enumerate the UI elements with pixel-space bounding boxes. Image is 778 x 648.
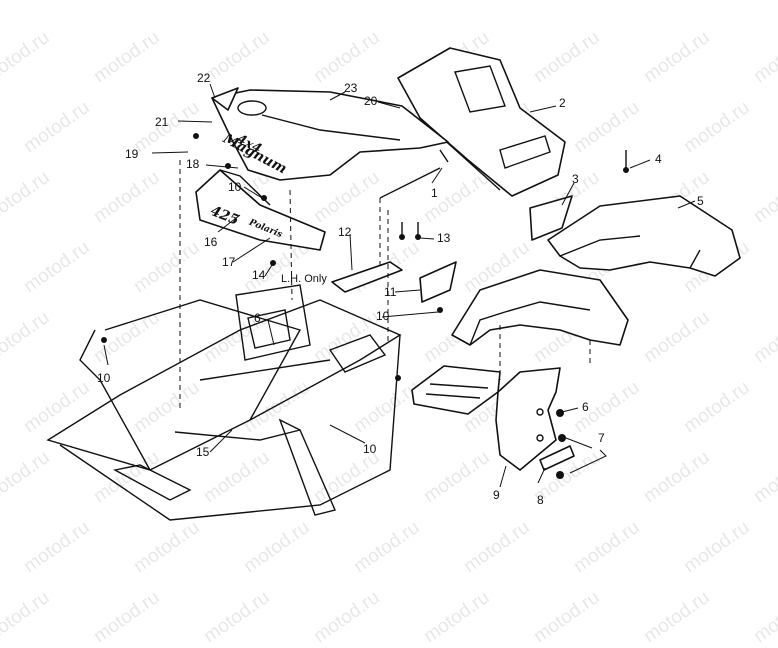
bolt-marker — [261, 195, 267, 201]
callout-17: 17 — [222, 255, 236, 269]
callout-21: 21 — [155, 115, 169, 129]
watermark-text: motod.ru — [750, 586, 778, 648]
callout-6: 6 — [254, 311, 261, 325]
callout-2: 2 — [559, 96, 566, 110]
callout-10: 10 — [97, 371, 111, 385]
watermark-text: motod.ru — [200, 586, 274, 648]
right-fender-part — [547, 195, 741, 277]
callout-14: 14 — [252, 268, 266, 282]
bolt-marker — [556, 471, 564, 479]
bracket-part — [539, 445, 575, 471]
exploded-parts-diagram: motod.ru motod.ru motod.ru motod.ru motod.ru… — [0, 27, 778, 647]
bolt-marker — [556, 409, 564, 417]
callout-20: 20 — [364, 94, 378, 108]
callout-3: 3 — [572, 172, 579, 186]
watermark-text: motod.ru — [310, 586, 384, 648]
callout-10: 10 — [363, 442, 377, 456]
mud-flap-11 — [419, 261, 457, 303]
mud-guard-part — [495, 367, 561, 471]
plate-part — [331, 261, 403, 293]
callout-10: 10 — [228, 180, 242, 194]
bolt-marker — [437, 307, 443, 313]
watermark-text: motod.ru — [90, 586, 164, 648]
watermark-text: motod.ru — [0, 586, 54, 648]
callout-11: 11 — [384, 285, 397, 299]
bolt-marker — [225, 163, 231, 169]
callout-5: 5 — [697, 194, 704, 208]
callout-19: 19 — [125, 147, 139, 161]
watermark-text: motod.ru — [530, 586, 604, 648]
callout-8: 8 — [537, 493, 544, 507]
bolt-marker — [399, 234, 405, 240]
callout-9: 9 — [493, 488, 500, 502]
callout-15: 15 — [196, 445, 210, 459]
main-frame-part — [46, 284, 402, 521]
bolt-marker — [558, 434, 566, 442]
bolt-marker — [101, 337, 107, 343]
watermark-text: motod.ru — [420, 586, 494, 648]
callout-6: 6 — [582, 400, 589, 414]
bolt-marker — [270, 260, 276, 266]
callout-22: 22 — [197, 71, 211, 85]
bolt-marker — [395, 375, 401, 381]
callout-18: 18 — [186, 157, 200, 171]
callout-23: 23 — [344, 81, 358, 95]
callout-1: 1 — [431, 186, 438, 200]
lh-only-note: L.H. Only — [281, 273, 327, 285]
side-decal-panel — [195, 169, 326, 251]
hood-part — [211, 89, 449, 181]
callout-4: 4 — [655, 152, 662, 166]
emblem-part — [211, 87, 239, 111]
bolt-marker — [193, 133, 199, 139]
bolt-marker — [415, 234, 421, 240]
watermark-text: motod.ru — [640, 586, 714, 648]
footrest-plate — [411, 365, 501, 415]
parts-drawing — [46, 47, 741, 521]
left-fender-part — [451, 269, 629, 346]
callout-13: 13 — [437, 231, 451, 245]
callout-7: 7 — [598, 431, 605, 445]
callout-16: 16 — [204, 235, 218, 249]
mud-flap-3 — [529, 195, 573, 241]
callout-10: 10 — [376, 309, 390, 323]
callout-12: 12 — [338, 225, 352, 239]
